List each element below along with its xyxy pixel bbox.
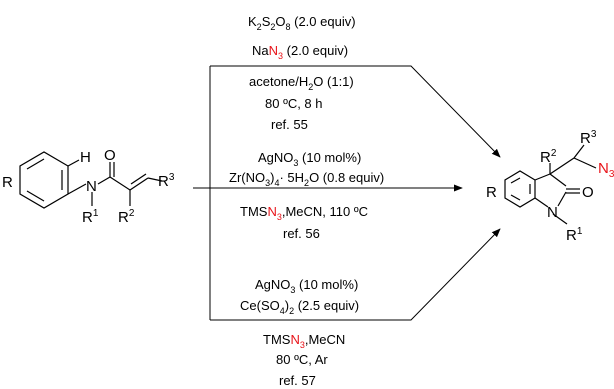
substrate-r3-label: R3 [158,172,175,190]
route3-reagent-label: TMSN3,MeCN [263,332,345,350]
route3-ref-label: ref. 57 [279,373,316,388]
substrate-h-label: H [80,149,91,166]
product-r3-label: R3 [580,129,597,147]
route1-arrow [210,65,501,158]
route2-ref-label: ref. 56 [283,226,320,241]
product-n-label: N [547,204,558,221]
route3-temp-label: 80 ºC, Ar [276,352,328,367]
route1-ref-label: ref. 55 [271,117,308,132]
product-r1-label: R1 [566,226,583,244]
route2-additive-label: Zr(NO3)4· 5H2O (0.8 equiv) [229,170,384,188]
route2-reagent-label: TMSN3,MeCN, 110 ºC [240,204,368,222]
route3-catalyst-label: AgNO3 (10 mol%) [255,277,358,295]
substrate-n-label: N [86,178,97,195]
substrate-r2-label: R2 [118,208,135,226]
azide-nan3-label: NaN3 (2.0 equiv) [252,43,348,61]
product-structure [504,144,597,225]
substrate-r-label: R [2,174,13,191]
route3-oxidant-label: Ce(SO4)2 (2.5 equiv) [240,298,359,316]
route1-solvent-label: acetone/H2O (1:1) [249,74,354,92]
substrate-r1-label: R1 [82,208,99,226]
substrate-o-label: O [104,147,116,164]
route3-arrow [210,228,501,321]
product-r-label: R [486,184,497,201]
substrate-structure [19,151,163,209]
substrate-benzene-ring [19,151,69,209]
product-r2-label: R2 [540,148,557,166]
product-azide-label: N3 [598,160,614,180]
product-o-label: O [582,184,594,201]
oxidant-k2s2o8-label: K2S2O8 (2.0 equiv) [248,14,356,32]
route1-temp-label: 80 ºC, 8 h [265,96,323,111]
route2-catalyst-label: AgNO3 (10 mol%) [258,150,361,168]
